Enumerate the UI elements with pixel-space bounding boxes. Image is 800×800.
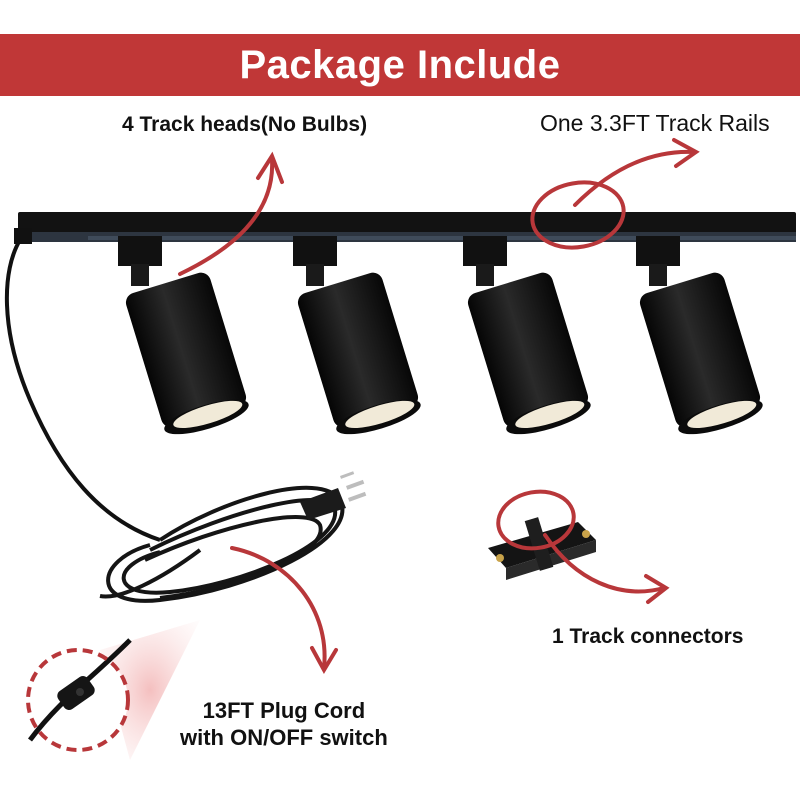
label-track-rail: One 3.3FT Track Rails xyxy=(540,110,770,136)
arrow-plug-cord xyxy=(230,546,338,675)
track-rail xyxy=(14,212,796,244)
track-head xyxy=(636,236,763,435)
track-head xyxy=(118,236,249,435)
switch-detail xyxy=(26,638,132,752)
arrow-track-rail xyxy=(530,138,700,250)
track-head xyxy=(293,236,421,435)
label-track-connector: 1 Track connectors xyxy=(552,625,744,648)
label-plug-cord: 13FT Plug Cord with ON/OFF switch xyxy=(180,697,388,751)
coiled-plug-cord xyxy=(99,485,345,603)
label-track-heads: 4 Track heads(No Bulbs) xyxy=(122,113,368,136)
zoom-glow xyxy=(100,620,200,760)
label-plug-cord-line2: with ON/OFF switch xyxy=(180,725,388,750)
power-cord xyxy=(4,238,161,542)
label-plug-cord-line1: 13FT Plug Cord xyxy=(202,698,366,723)
arrow-track-heads xyxy=(178,151,284,276)
banner-title: Package Include xyxy=(239,43,561,87)
track-head xyxy=(463,236,591,435)
arrow-connector xyxy=(496,489,670,604)
plug-icon xyxy=(300,471,367,520)
package-banner: Package Include xyxy=(0,34,800,96)
